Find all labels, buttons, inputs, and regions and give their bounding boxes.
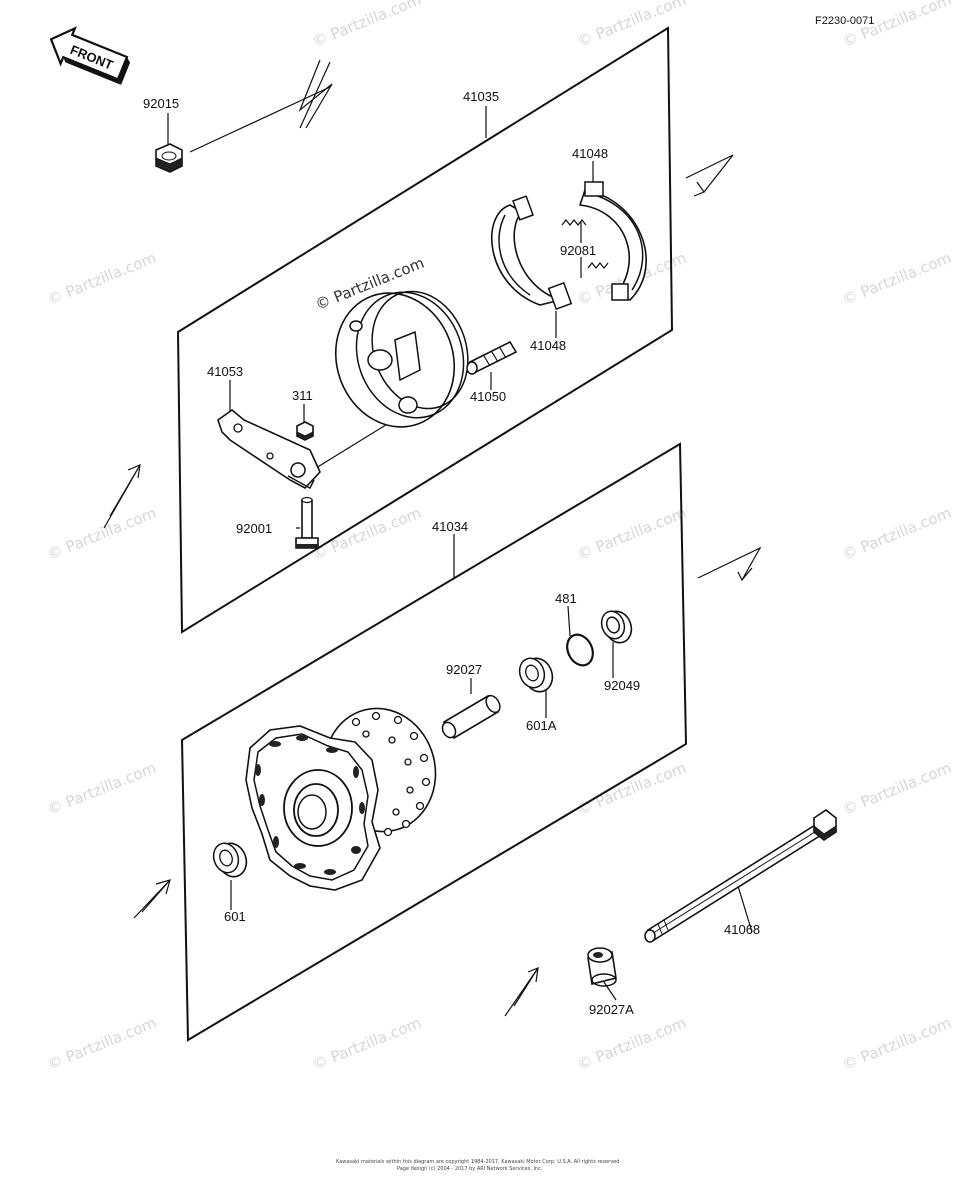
direction-arrows [103,59,762,1017]
part-label-41068[interactable]: 41068 [724,922,760,937]
watermark: © Partzilla.com [840,249,954,309]
watermark: © Partzilla.com [840,759,954,819]
bolt-92001-icon [295,496,319,549]
part-label-41048-top[interactable]: 41048 [572,146,608,161]
part-label-311[interactable]: 311 [292,388,313,403]
camshaft-41050-icon [466,340,518,375]
front-arrow-icon: FRONT [49,26,131,85]
part-label-41050[interactable]: 41050 [470,389,506,404]
diagram-code: F2230-0071 [815,15,874,27]
part-label-92081[interactable]: 92081 [560,243,596,258]
part-label-92027A[interactable]: 92027A [589,1002,634,1017]
watermark: © Partzilla.com [45,504,159,564]
watermark: © Partzilla.com [310,0,424,51]
watermark: © Partzilla.com [45,249,159,309]
watermark: © Partzilla.com [45,1014,159,1074]
watermark: © Partzilla.com [575,0,689,51]
lower-panel-outline [180,442,688,1042]
part-label-41034[interactable]: 41034 [432,519,468,534]
footer-page-design: Page design (c) 2004 - 2017 by ARI Netwo… [397,1166,543,1172]
collar-92027A-icon [587,947,617,987]
watermark: © Partzilla.com [575,1014,689,1074]
part-label-601A[interactable]: 601A [526,718,557,733]
spacer-92027-icon [441,694,501,740]
hub-41034-icon [245,707,437,891]
oil-seal-92049-icon [600,610,633,644]
upper-panel-outline [176,26,674,634]
part-label-92015[interactable]: 92015 [143,96,179,111]
watermark: © Partzilla.com [575,504,689,564]
watermark: © Partzilla.com [840,1014,954,1074]
part-label-41035[interactable]: 41035 [463,89,499,104]
watermark: © Partzilla.com [45,759,159,819]
part-label-41048-bottom[interactable]: 41048 [530,338,566,353]
part-label-92027[interactable]: 92027 [446,662,482,677]
part-label-601[interactable]: 601 [224,909,246,924]
watermark: © Partzilla.com [575,759,689,819]
nut-311-icon [296,421,314,441]
part-label-41053[interactable]: 41053 [207,364,243,379]
brake-panel-icon [334,290,469,428]
footer-copyright: Kawasaki materials within this diagram a… [336,1159,619,1165]
watermark: © Partzilla.com [840,504,954,564]
brake-shoe-right-icon [578,181,647,301]
part-labels: 92015 41035 41048 92081 41048 41053 311 … [143,89,760,1017]
leader-lines [167,86,753,1001]
circlip-481-icon [566,633,594,667]
part-label-92049[interactable]: 92049 [604,678,640,693]
nut-92015-icon [155,143,183,173]
bearing-601-icon [212,842,248,878]
watermark: © Partzilla.com [310,1014,424,1074]
bearing-601A-icon [518,657,554,693]
watermark: © Partzilla.com [310,504,424,564]
spring-92081-icon [561,219,609,269]
part-label-92001[interactable]: 92001 [236,521,272,536]
brake-lever-41053-icon [217,408,321,490]
axle-41068-icon [644,809,837,943]
brake-shoe-left-icon [490,195,573,311]
part-label-481[interactable]: 481 [555,591,577,606]
